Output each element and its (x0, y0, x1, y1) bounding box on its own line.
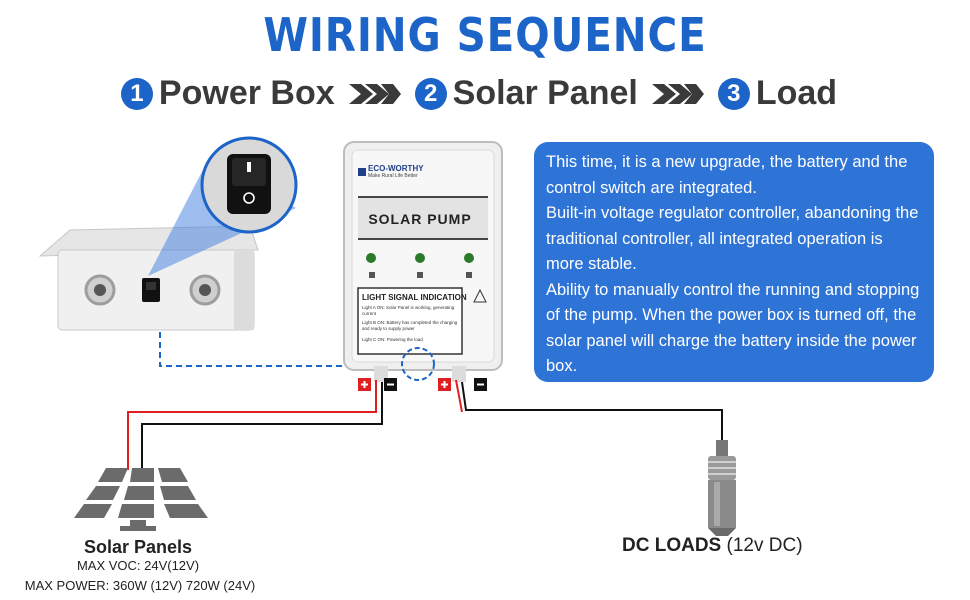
brand-logo: ECO-WORTHY Make Rural Life Better (368, 164, 424, 179)
solar-max-power: MAX POWER: 360W (12V) 720W (24V) (24, 578, 256, 593)
solar-panel-icon (74, 468, 208, 531)
signal-line-a: Light A ON: Solar Panel is working, gene… (362, 305, 455, 316)
info-paragraph-1: This time, it is a new upgrade, the batt… (546, 153, 908, 197)
solar-positive-wire (127, 380, 377, 470)
info-paragraph-3: Ability to manually control the running … (546, 280, 920, 376)
dc-loads-label: DC LOADS (12v DC) (622, 535, 803, 557)
info-paragraph-2: Built-in voltage regulator controller, a… (546, 204, 919, 273)
water-pump-icon (708, 440, 736, 536)
wiring-steps: 1 Power Box 2 Solar Panel 3 Load (0, 74, 970, 113)
solar-pump-device (343, 141, 503, 382)
dc-loads-spec: (12v DC) (726, 535, 803, 556)
step-3-label: Load (755, 74, 838, 112)
signal-title: LIGHT SIGNAL INDICATION (362, 293, 467, 302)
load-wire (461, 381, 723, 440)
solar-panels-title: Solar Panels (83, 537, 193, 557)
step-2-label: Solar Panel (452, 74, 638, 112)
double-chevron-icon (650, 80, 706, 108)
device-label: SOLAR PUMP (368, 211, 472, 227)
page-title: WIRING SEQUENCE (263, 8, 707, 62)
signal-line-c: Light C ON: Powering the load (362, 337, 423, 342)
double-chevron-icon (347, 80, 403, 108)
dashed-link-line (159, 322, 418, 367)
power-box-side-view (38, 225, 259, 331)
dc-loads-title: DC LOADS (622, 535, 722, 556)
step-2-badge: 2 (414, 77, 447, 110)
solar-max-voc: MAX VOC: 24V(12V) (76, 558, 200, 573)
signal-line-b: Light B ON: Battery has completed the ch… (362, 320, 458, 331)
solar-negative-wire (141, 382, 383, 468)
info-box: This time, it is a new upgrade, the batt… (534, 142, 934, 382)
step-3-badge: 3 (717, 77, 750, 110)
step-1-badge: 1 (120, 77, 153, 110)
step-1-label: Power Box (158, 74, 335, 112)
